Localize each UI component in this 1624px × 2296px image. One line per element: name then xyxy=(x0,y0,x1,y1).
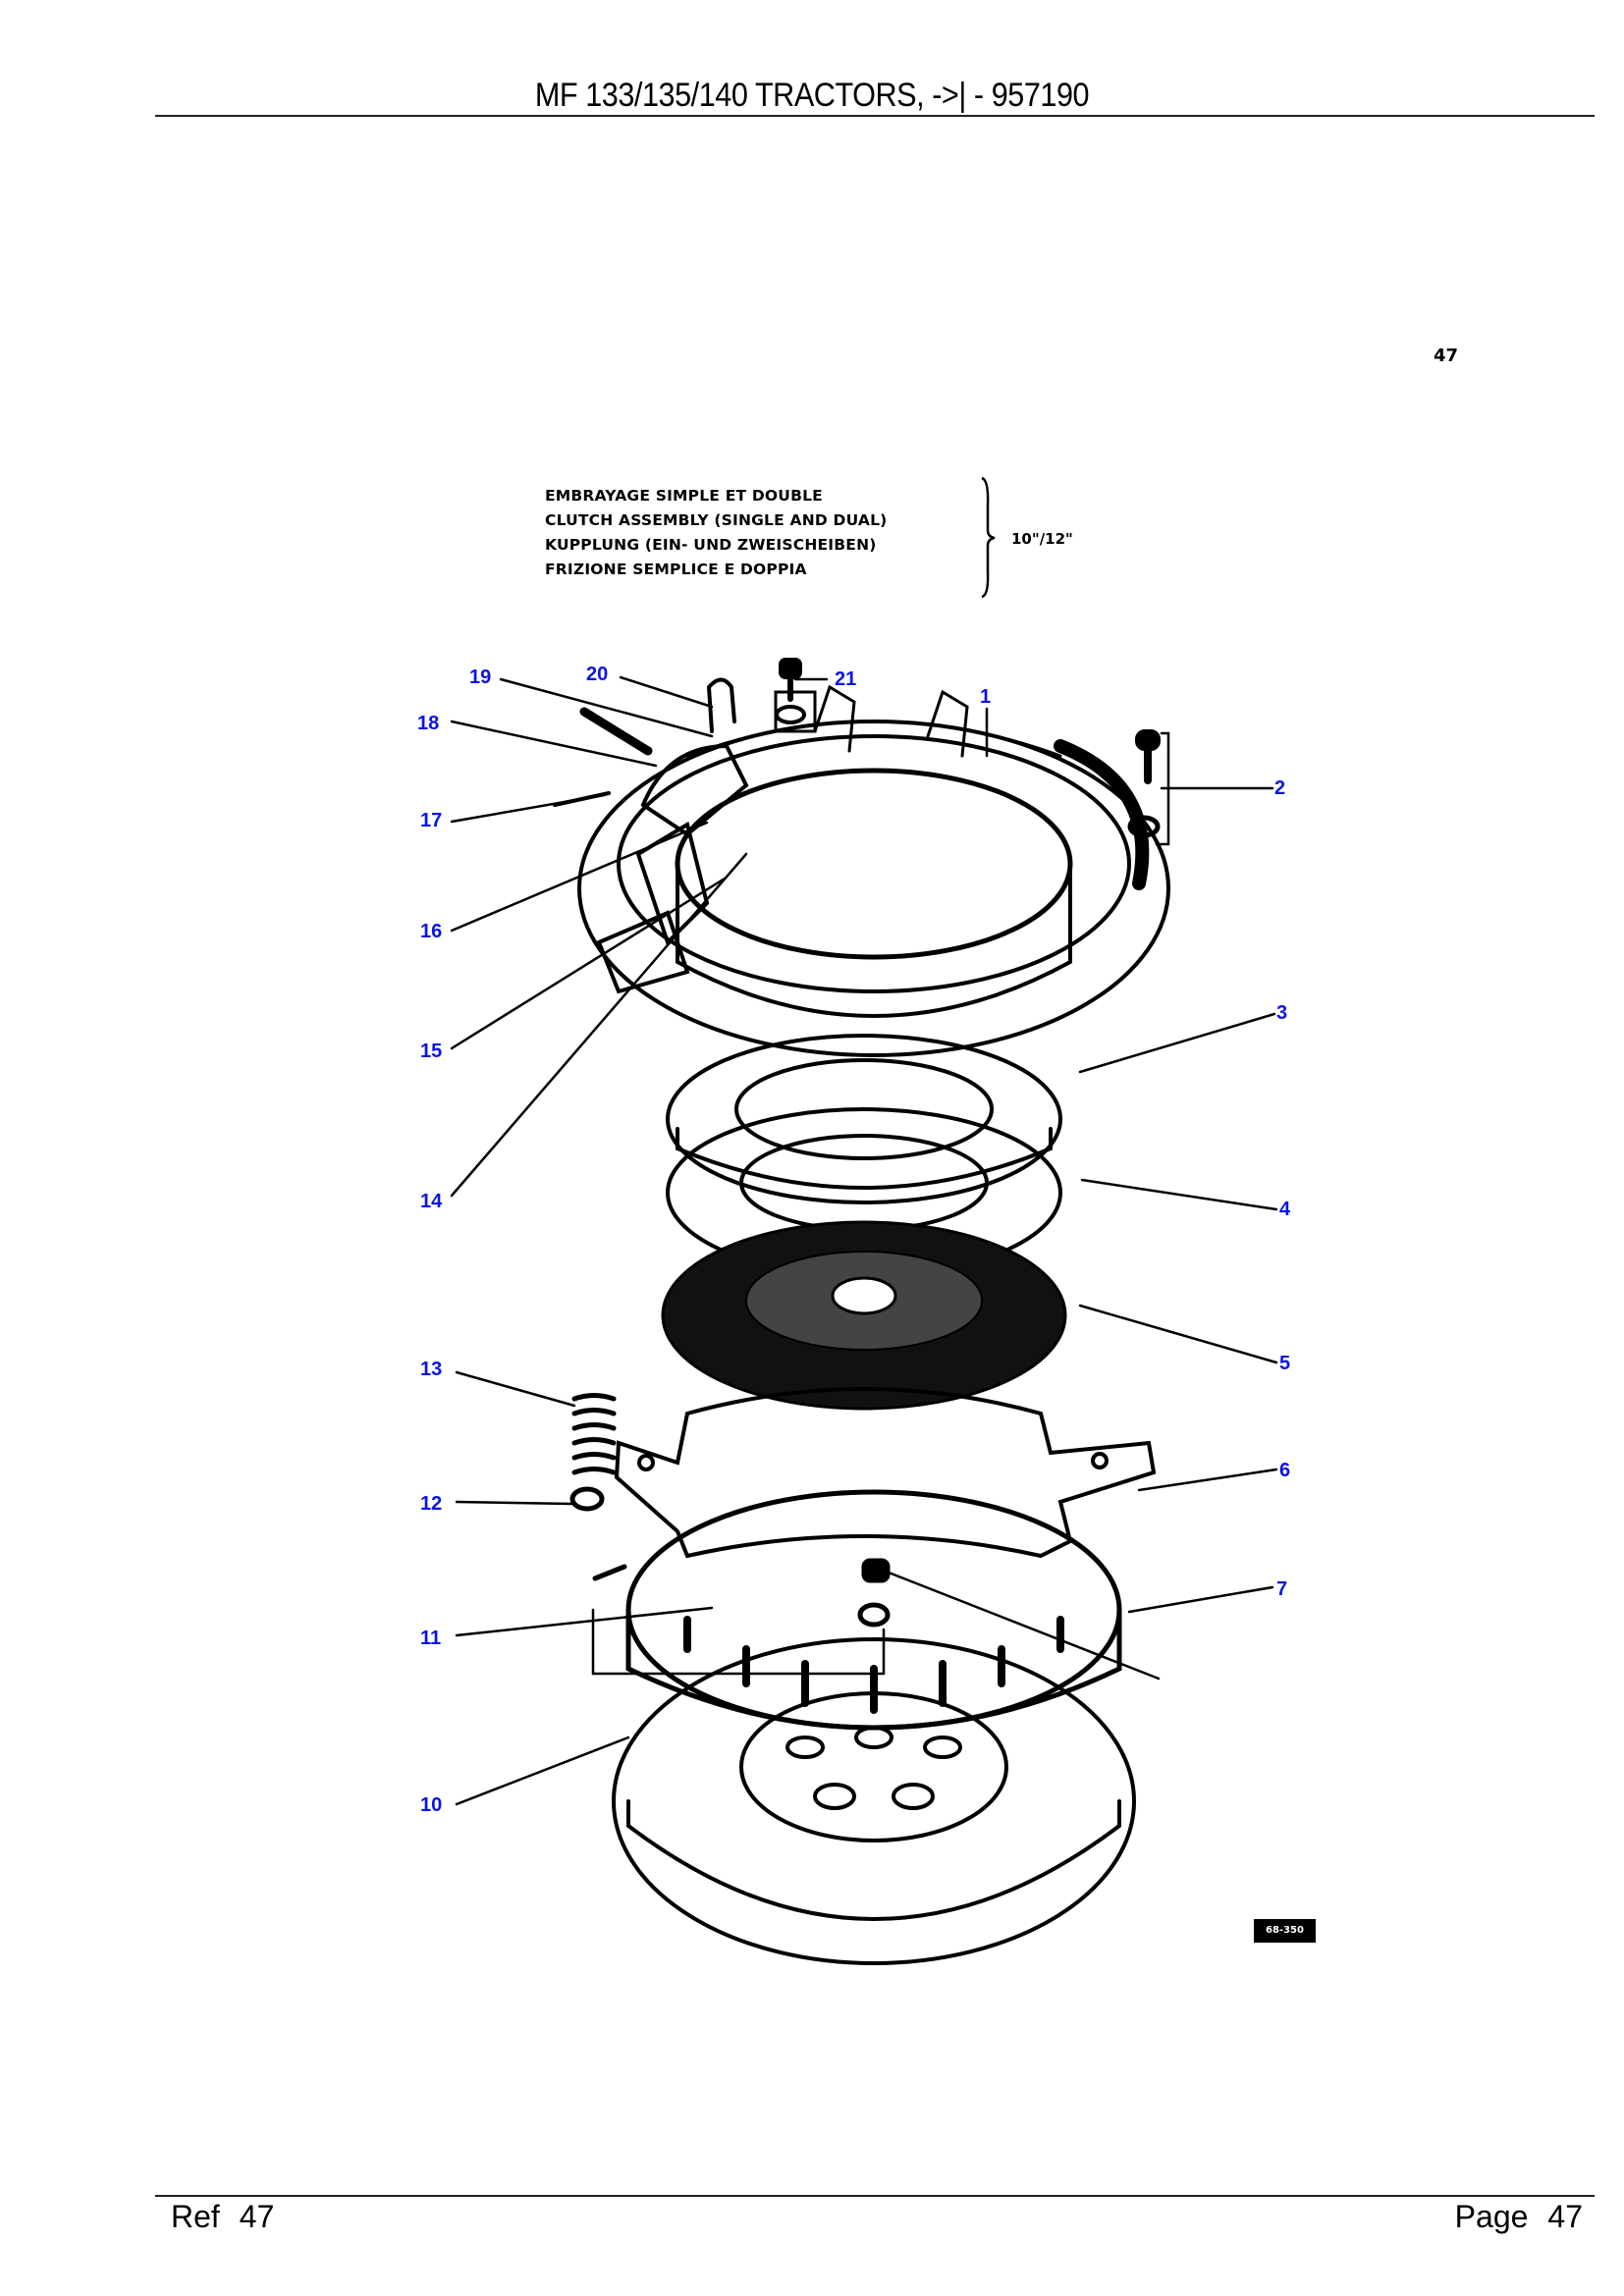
callout-6[interactable]: 6 xyxy=(1279,1460,1291,1481)
callout-2[interactable]: 2 xyxy=(1274,777,1286,799)
callout-16[interactable]: 16 xyxy=(420,921,443,942)
header-title: MF 133/135/140 TRACTORS, ->| - 957190 xyxy=(534,77,1090,114)
footer-ref-label: Ref xyxy=(171,2199,220,2234)
callout-3[interactable]: 3 xyxy=(1276,1002,1288,1024)
callout-12[interactable]: 12 xyxy=(420,1493,443,1515)
callout-18[interactable]: 18 xyxy=(417,713,440,734)
callout-1[interactable]: 1 xyxy=(980,686,992,708)
callout-5[interactable]: 5 xyxy=(1279,1353,1291,1374)
callout-7[interactable]: 7 xyxy=(1276,1578,1288,1600)
callout-10[interactable]: 10 xyxy=(420,1794,443,1816)
flywheel-disc xyxy=(612,1637,1136,1965)
diagram-page-number: 47 xyxy=(1434,346,1459,366)
header-rule xyxy=(155,115,1595,117)
footer-page-value: 47 xyxy=(1547,2199,1583,2234)
diagram-title-block: EMBRAYAGE SIMPLE ET DOUBLE CLUTCH ASSEMB… xyxy=(545,484,887,582)
footer-rule xyxy=(155,2195,1595,2197)
footer-ref: Ref 47 xyxy=(171,2199,294,2235)
intermediate-plate xyxy=(666,1034,1062,1204)
title-line-german: KUPPLUNG (EIN- UND ZWEISCHEIBEN) xyxy=(545,536,877,554)
clutch-disc-dark xyxy=(661,1220,1067,1411)
callout-11[interactable]: 11 xyxy=(420,1628,442,1649)
callout-4[interactable]: 4 xyxy=(1279,1199,1291,1220)
figure-stamp: 68-350 xyxy=(1254,1919,1316,1943)
footer-ref-value: 47 xyxy=(239,2199,275,2234)
spring-and-washer xyxy=(569,1393,627,1581)
release-levers xyxy=(553,658,1161,994)
callout-15[interactable]: 15 xyxy=(420,1041,443,1062)
title-line-italian: FRIZIONE SEMPLICE E DOPPIA xyxy=(545,561,807,578)
callout-19[interactable]: 19 xyxy=(469,667,492,688)
callout-17[interactable]: 17 xyxy=(420,810,443,831)
size-label: 10"/12" xyxy=(1011,530,1073,548)
brace-icon xyxy=(981,476,996,599)
title-line-french: EMBRAYAGE SIMPLE ET DOUBLE xyxy=(545,487,823,505)
callout-13[interactable]: 13 xyxy=(420,1359,443,1380)
title-line-english: CLUTCH ASSEMBLY (SINGLE AND DUAL) xyxy=(545,511,888,529)
clutch-cover xyxy=(577,684,1170,1057)
spider-plate xyxy=(614,1387,1157,1559)
callout-20[interactable]: 20 xyxy=(586,664,609,685)
footer-page-label: Page xyxy=(1454,2199,1529,2234)
callout-14[interactable]: 14 xyxy=(420,1191,443,1212)
footer-page: Page 47 xyxy=(1455,2199,1583,2235)
callout-21[interactable]: 21 xyxy=(835,668,857,690)
